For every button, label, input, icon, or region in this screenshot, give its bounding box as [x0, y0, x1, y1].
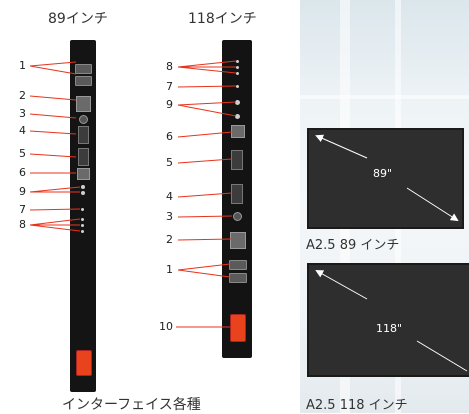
callout-number: 5 — [19, 147, 26, 160]
callout-number: 8 — [166, 60, 173, 73]
sensor — [235, 114, 240, 119]
diagonal-arrow-icon — [315, 270, 468, 372]
audio-jack — [79, 115, 88, 124]
screen-caption: A2.5 89 インチ — [306, 238, 400, 253]
usb-port — [75, 76, 92, 86]
callout-number: 7 — [19, 203, 26, 216]
right-interface-panel — [222, 40, 252, 358]
indicator-led — [81, 208, 84, 211]
callout-number: 10 — [159, 320, 173, 333]
callout-number: 8 — [19, 218, 26, 231]
screen-size-label: 89" — [373, 167, 393, 180]
callout-number: 1 — [19, 59, 26, 72]
usb-b-port — [77, 168, 90, 180]
indicator-led — [81, 218, 84, 221]
diagonal-arrow-icon — [315, 134, 459, 222]
screen-size-label: 118" — [376, 322, 403, 335]
usb-port — [229, 260, 247, 270]
usb-port — [229, 273, 247, 283]
callout-number: 4 — [166, 190, 173, 203]
hdmi-port — [231, 184, 243, 204]
callout-number: 3 — [166, 210, 173, 223]
usb-port — [75, 64, 92, 74]
callout-number: 9 — [19, 185, 26, 198]
callout-number: 2 — [19, 89, 26, 102]
hdmi-port — [231, 150, 243, 170]
hdmi-port — [78, 126, 89, 144]
power-switch — [76, 350, 92, 376]
sensor — [235, 100, 240, 105]
hdmi-port — [78, 148, 89, 166]
sensor — [81, 191, 85, 195]
interfaces-caption: インターフェイス各種 — [62, 397, 201, 413]
callout-number: 1 — [166, 263, 173, 276]
screen-caption: A2.5 118 インチ — [306, 398, 408, 413]
callout-number: 4 — [19, 124, 26, 137]
indicator-led — [81, 230, 84, 233]
indicator-led — [236, 85, 239, 88]
lan-port — [230, 232, 246, 249]
sensor — [81, 185, 85, 189]
left-interface-panel — [70, 40, 96, 392]
display-89-inch — [307, 128, 464, 229]
callout-number: 7 — [166, 80, 173, 93]
indicator-led — [236, 66, 239, 69]
right-unit-title: 118インチ — [188, 11, 257, 27]
callout-number: 3 — [19, 107, 26, 120]
display-118-inch — [307, 263, 469, 377]
left-unit-title: 89インチ — [48, 11, 108, 27]
callout-number: 6 — [19, 166, 26, 179]
usb-b-port — [231, 125, 245, 138]
callout-number: 6 — [166, 130, 173, 143]
indicator-led — [81, 224, 84, 227]
indicator-led — [236, 72, 239, 75]
callout-number: 2 — [166, 233, 173, 246]
lan-port — [76, 96, 91, 112]
audio-jack — [233, 212, 242, 221]
callout-number: 9 — [166, 98, 173, 111]
power-switch — [230, 314, 246, 342]
callout-number: 5 — [166, 156, 173, 169]
indicator-led — [236, 60, 239, 63]
